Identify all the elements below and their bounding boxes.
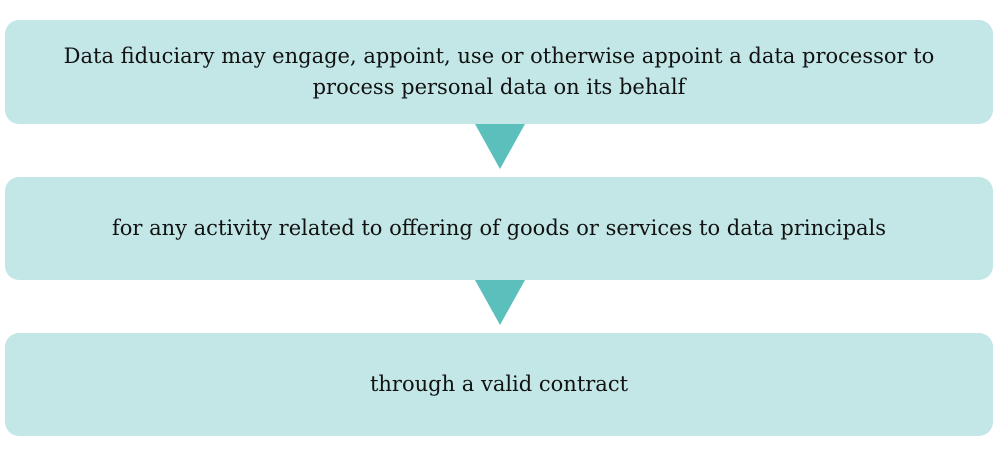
flow-step-1-box: Data fiduciary may engage, appoint, use … — [5, 20, 993, 124]
down-arrow-icon — [475, 124, 525, 169]
flow-step-2-box: for any activity related to offering of … — [5, 177, 993, 280]
flow-step-3-box: through a valid contract — [5, 333, 993, 436]
flow-step-1-text: Data fiduciary may engage, appoint, use … — [63, 44, 935, 99]
flow-step-2-text: for any activity related to offering of … — [111, 216, 887, 240]
down-arrow-icon — [475, 280, 525, 325]
flow-step-3-text: through a valid contract — [369, 372, 629, 396]
